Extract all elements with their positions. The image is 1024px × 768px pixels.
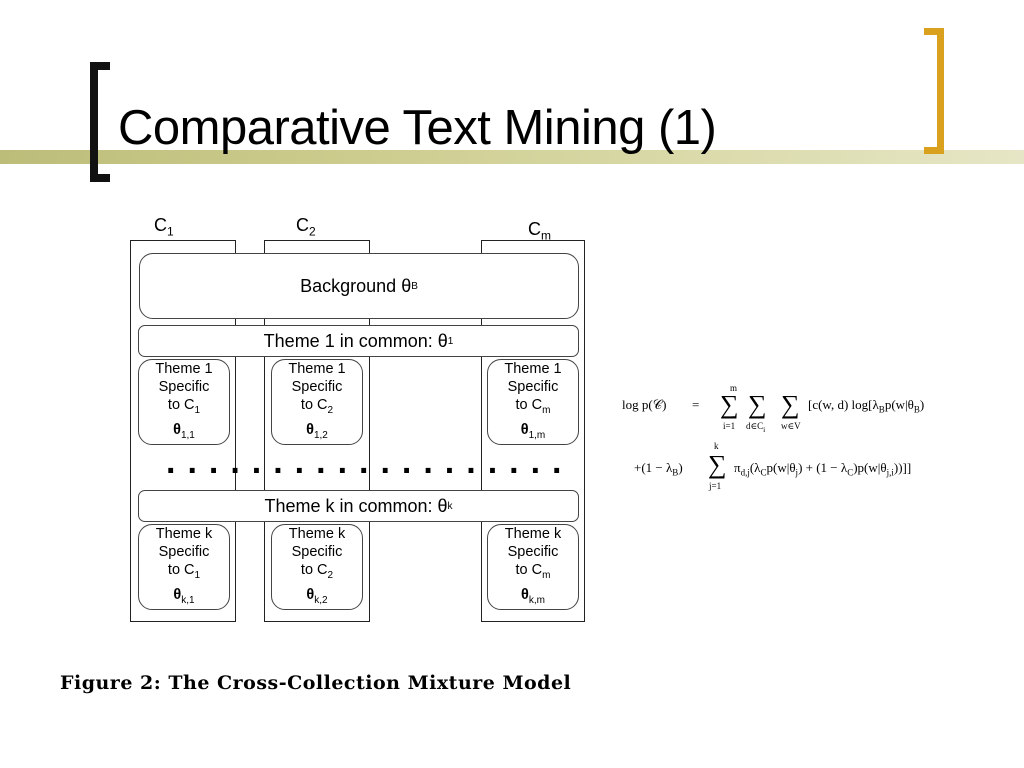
formula-equals: = — [692, 397, 700, 412]
sum2-lower: d∈Ci — [746, 421, 766, 434]
slide-title: Comparative Text Mining (1) — [118, 101, 717, 155]
sum3-lower: w∈V — [781, 421, 801, 431]
themek-specific-c1: Theme k Specific to C1 θk,1 — [138, 524, 230, 610]
sum1-symbol: ∑ — [720, 390, 739, 419]
column-label-c2: C2 — [296, 215, 316, 239]
sum2-symbol: ∑ — [748, 390, 767, 419]
sum4-lower: j=1 — [709, 481, 722, 491]
sum1-upper: m — [730, 383, 738, 393]
themek-specific-cm: Theme k Specific to Cm θk,m — [487, 524, 579, 610]
formula-line2-prefix: +(1 − λB) — [634, 460, 683, 478]
title-accent-bar — [0, 150, 1024, 164]
left-bracket-decoration — [90, 62, 110, 182]
themek-specific-c2: Theme k Specific to C2 θk,2 — [271, 524, 363, 610]
sum1-lower: i=1 — [723, 421, 736, 431]
right-bracket-decoration — [924, 28, 944, 154]
figure-caption: Figure 2: The Cross-Collection Mixture M… — [60, 672, 572, 694]
theme1-specific-c2: Theme 1 Specific to C2 θ1,2 — [271, 359, 363, 445]
formula-lhs: log p(𝒞) — [622, 397, 667, 412]
theme1-specific-c1: Theme 1 Specific to C1 θ1,1 — [138, 359, 230, 445]
formula-line1-body: [c(w, d) log[λBp(w|θB) — [808, 397, 925, 415]
sum4-upper: k — [714, 441, 719, 451]
column-label-cm: Cm — [528, 219, 551, 243]
theme1-specific-cm: Theme 1 Specific to Cm θ1,m — [487, 359, 579, 445]
column-label-c1: C1 — [154, 215, 174, 239]
sum4-symbol: ∑ — [708, 450, 727, 479]
formula-line2-body: πd,j(λCp(w|θj) + (1 − λC)p(w|θj,i))]] — [734, 460, 912, 478]
sum3-symbol: ∑ — [781, 390, 800, 419]
